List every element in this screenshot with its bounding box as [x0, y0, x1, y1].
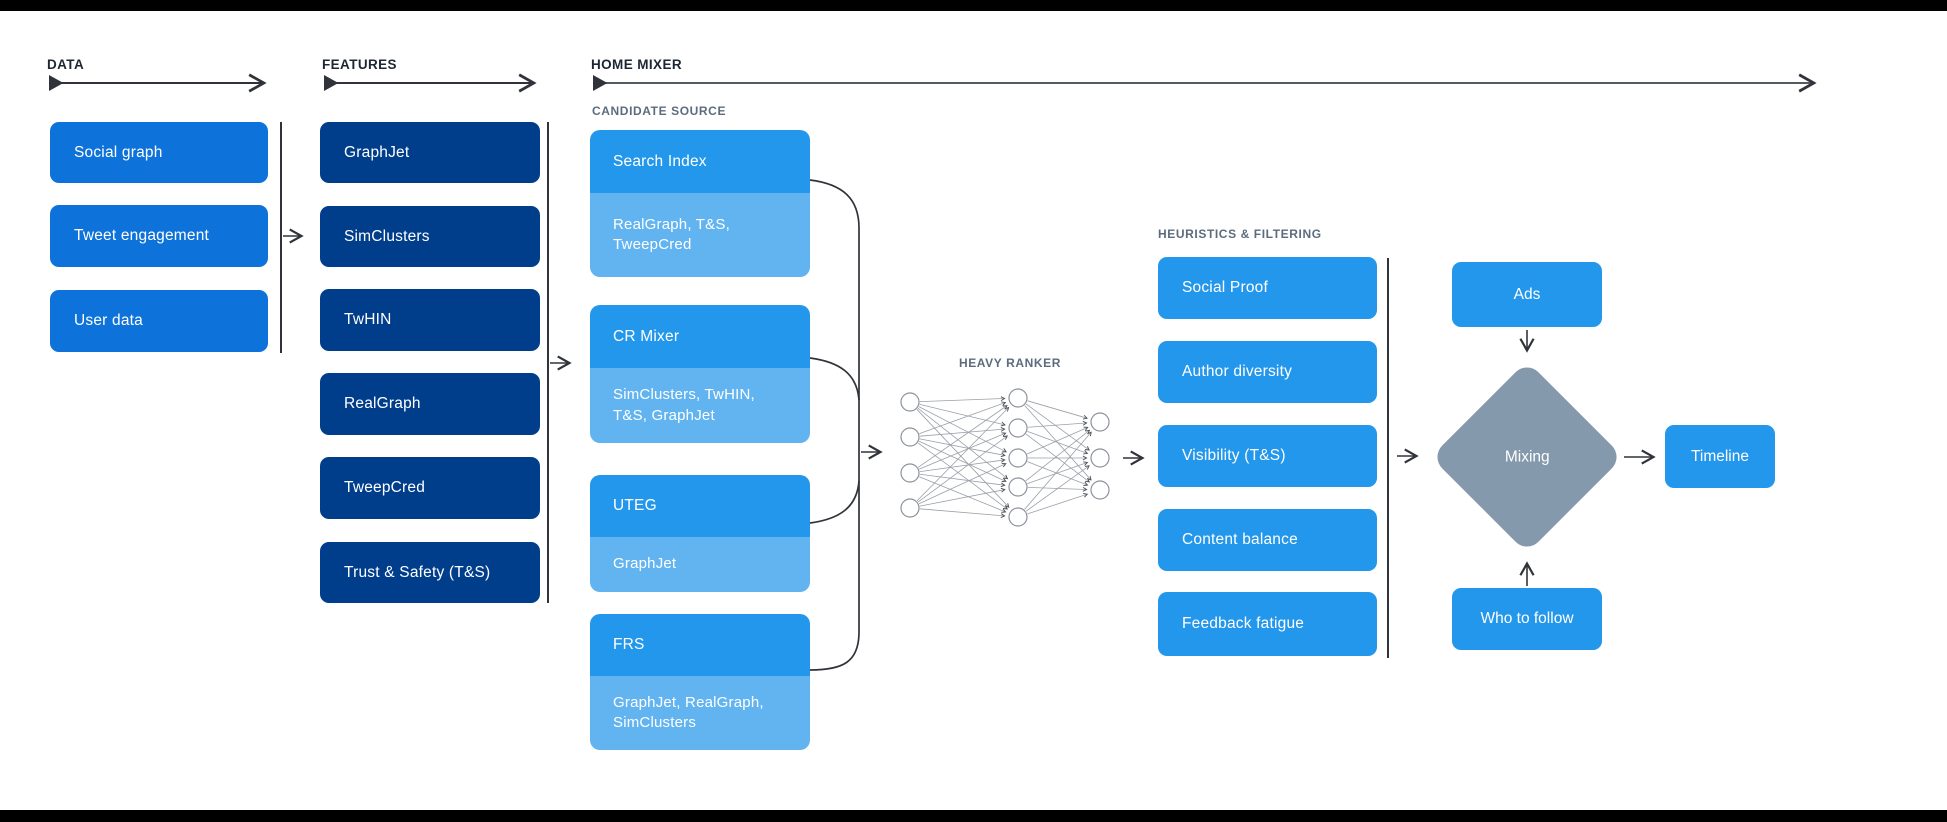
candidate-features: GraphJet — [590, 537, 810, 592]
heuristic-node-content-balance: Content balance — [1158, 509, 1377, 571]
candidate-name: Search Index — [590, 130, 810, 193]
node-label: Social graph — [74, 143, 163, 161]
feature-node-graphjet: GraphJet — [320, 122, 540, 183]
feature-node-tweepcred: TweepCred — [320, 457, 540, 519]
data-node-social-graph: Social graph — [50, 122, 268, 183]
candidate-node-cr-mixer: CR Mixer SimClusters, TwHIN, T&S, GraphJ… — [590, 305, 810, 443]
node-label: TweepCred — [344, 479, 426, 496]
candidate-merge-connectors — [809, 179, 860, 671]
feature-node-twhin: TwHIN — [320, 289, 540, 351]
timeline-node: Timeline — [1665, 425, 1775, 488]
heuristic-node-visibility: Visibility (T&S) — [1158, 425, 1377, 487]
node-label: Visibility (T&S) — [1182, 447, 1286, 464]
candidate-node-search-index: Search Index RealGraph, T&S, TweepCred — [590, 130, 810, 277]
section-title-data: DATA — [47, 57, 85, 72]
node-label: Trust & Safety (T&S) — [344, 563, 491, 581]
candidate-node-frs: FRS GraphJet, RealGraph, SimClusters — [590, 614, 810, 750]
node-label: GraphJet — [344, 143, 410, 161]
heuristic-node-social-proof: Social Proof — [1158, 257, 1377, 319]
candidate-source-label: CANDIDATE SOURCE — [592, 104, 727, 118]
node-label: Who to follow — [1480, 610, 1574, 627]
node-label: User data — [74, 312, 143, 329]
data-node-user-data: User data — [50, 290, 268, 352]
ads-node: Ads — [1452, 262, 1602, 327]
bottom-letterbox-bar — [0, 810, 1947, 822]
heavy-ranker-network — [900, 388, 1110, 527]
heavy-ranker-label: HEAVY RANKER — [958, 356, 1062, 370]
candidate-features: RealGraph, T&S, TweepCred — [590, 193, 810, 277]
node-label: TwHIN — [344, 311, 392, 328]
candidate-name: FRS — [590, 614, 810, 676]
candidate-features: SimClusters, TwHIN, T&S, GraphJet — [590, 368, 810, 443]
candidate-name: UTEG — [590, 475, 810, 537]
candidate-name: CR Mixer — [590, 305, 810, 368]
feature-node-trust-safety: Trust & Safety (T&S) — [320, 542, 540, 603]
node-label: Feedback fatigue — [1182, 615, 1305, 632]
candidate-features: GraphJet, RealGraph, SimClusters — [590, 676, 810, 750]
node-label: Social Proof — [1182, 279, 1268, 296]
top-letterbox-bar — [0, 0, 1947, 11]
node-label: Content balance — [1182, 531, 1298, 548]
heuristic-node-feedback-fatigue: Feedback fatigue — [1158, 592, 1377, 656]
node-label: Tweet engagement — [74, 227, 210, 244]
candidate-node-uteg: UTEG GraphJet — [590, 475, 810, 592]
feature-node-simclusters: SimClusters — [320, 206, 540, 267]
node-label: Ads — [1513, 285, 1541, 303]
section-title-features: FEATURES — [322, 57, 397, 72]
section-title-home-mixer: HOME MIXER — [591, 57, 683, 72]
data-node-tweet-engagement: Tweet engagement — [50, 205, 268, 267]
node-label: Author diversity — [1182, 363, 1293, 380]
node-label: Timeline — [1691, 447, 1749, 465]
feature-node-realgraph: RealGraph — [320, 373, 540, 435]
heuristics-filtering-label: HEURISTICS & FILTERING — [1158, 227, 1322, 241]
node-label: SimClusters — [344, 227, 430, 245]
node-label: RealGraph — [344, 395, 421, 412]
heuristic-node-author-diversity: Author diversity — [1158, 341, 1377, 403]
node-label: Mixing — [1504, 447, 1550, 465]
who-to-follow-node: Who to follow — [1452, 588, 1602, 650]
